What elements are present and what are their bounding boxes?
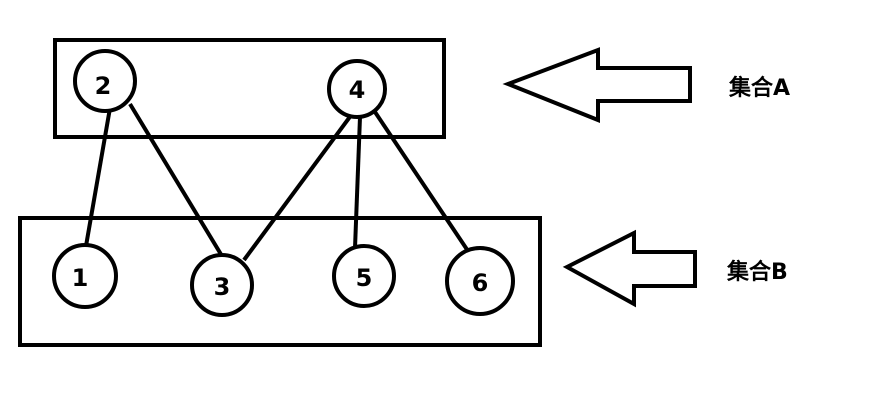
node-1-label: 1 [72, 264, 89, 292]
node-4-label: 4 [349, 76, 366, 104]
edge-2-1 [84, 107, 112, 247]
node-5: 5 [332, 244, 396, 308]
node-6: 6 [445, 246, 515, 316]
node-2: 2 [73, 49, 137, 113]
edge-2-3 [128, 102, 224, 258]
set-a-label: 集合A [728, 75, 790, 101]
node-3-label: 3 [214, 273, 231, 301]
edge-4-3 [242, 112, 354, 262]
node-6-label: 6 [472, 269, 489, 297]
node-1: 1 [52, 243, 118, 309]
set-b-label: 集合B [726, 259, 788, 285]
set-a-box [53, 38, 446, 139]
set-b-box [18, 216, 542, 347]
node-4: 4 [327, 59, 387, 119]
arrow-left-icon [562, 229, 697, 308]
edge-4-6 [373, 110, 472, 256]
edges [84, 102, 472, 262]
node-2-label: 2 [95, 72, 112, 100]
edge-4-5 [353, 116, 362, 249]
node-5-label: 5 [356, 264, 373, 292]
arrow-left-icon [502, 47, 692, 123]
node-3: 3 [190, 253, 254, 317]
